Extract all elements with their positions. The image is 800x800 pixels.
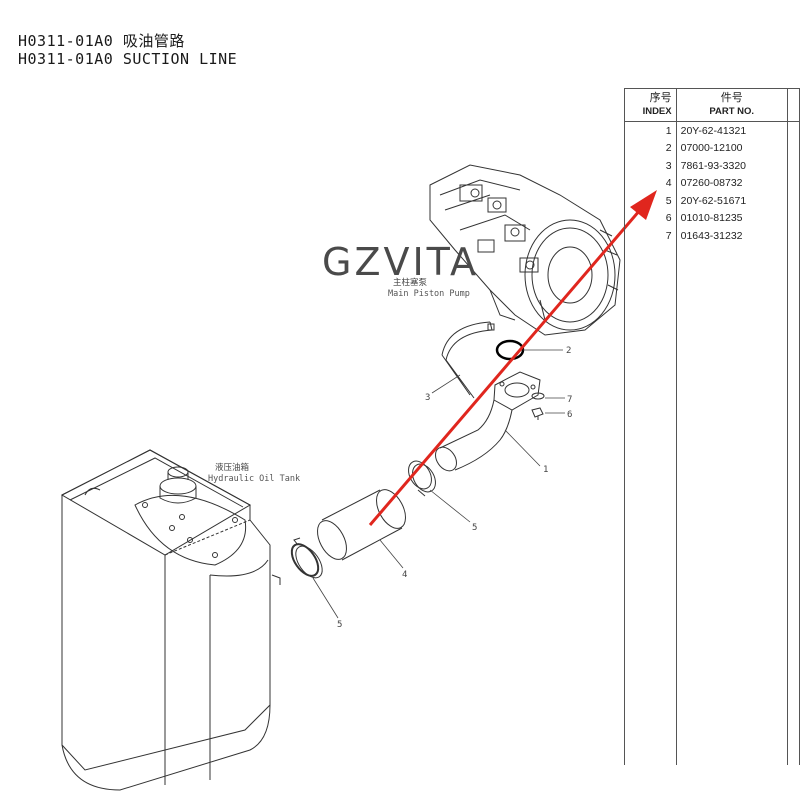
- row-part-number: 01010-81235: [675, 209, 788, 227]
- index-header-zh: 序号: [649, 92, 672, 104]
- washer-part: [531, 392, 545, 400]
- callout-1: 1: [543, 465, 548, 475]
- watermark-text: GZVITA: [322, 240, 479, 284]
- part-header-zh: 件号: [720, 92, 743, 104]
- title-line-chinese: H0311-01A0 吸油管路: [18, 32, 185, 50]
- index-header-en: INDEX: [642, 106, 672, 117]
- drawing-title: H0311-01A0 吸油管路 H0311-01A0 SUCTION LINE: [18, 32, 237, 68]
- callout-2: 2: [566, 346, 571, 356]
- tank-label-zh: 液压油箱: [215, 462, 250, 473]
- table-header-row: 序号 INDEX 件号 PART NO.: [624, 88, 800, 122]
- main-piston-pump: [429, 164, 621, 336]
- bolt-part: [531, 407, 544, 420]
- part-column-header: 件号 PART NO.: [675, 88, 788, 122]
- hydraulic-oil-tank: [60, 449, 281, 791]
- part-header-en: PART NO.: [709, 106, 755, 117]
- clamp-band-part: [441, 321, 495, 399]
- index-column-header: 序号 INDEX: [624, 88, 677, 122]
- row-part-number: 7861-93-3320: [675, 157, 788, 175]
- row-index: 1: [624, 121, 677, 140]
- row-part-number: 01643-31232: [675, 227, 788, 245]
- pump-label-zh: 主柱塞泵: [393, 277, 428, 288]
- leader-lines: [312, 349, 565, 619]
- row-part-number: 20Y-62-51671: [675, 192, 788, 210]
- row-index: 2: [624, 139, 677, 157]
- row-index: 3: [624, 157, 677, 175]
- suction-elbow-part: [435, 371, 541, 472]
- row-index: 6: [624, 209, 677, 227]
- suction-hose-part: [317, 489, 406, 561]
- pump-label-en: Main Piston Pump: [388, 289, 470, 299]
- row-index: 4: [624, 174, 677, 192]
- callout-4: 4: [402, 570, 407, 580]
- row-part-number: 20Y-62-41321: [675, 121, 788, 140]
- row-part-number: 07000-12100: [675, 139, 788, 157]
- row-index: 5: [624, 192, 677, 210]
- callout-6: 6: [567, 410, 572, 420]
- table-filler-row: [624, 244, 800, 765]
- tank-label-en: Hydraulic Oil Tank: [208, 474, 300, 484]
- callout-5-lower: 5: [337, 620, 342, 630]
- extra-column-header: [786, 88, 800, 122]
- callout-5-upper: 5: [472, 523, 477, 533]
- hose-clamp-lower-part: [290, 537, 323, 579]
- title-line-english: H0311-01A0 SUCTION LINE: [18, 50, 238, 68]
- row-part-number: 07260-08732: [675, 174, 788, 192]
- row-index: 7: [624, 227, 677, 245]
- callout-3: 3: [425, 393, 430, 403]
- callout-7: 7: [567, 395, 572, 405]
